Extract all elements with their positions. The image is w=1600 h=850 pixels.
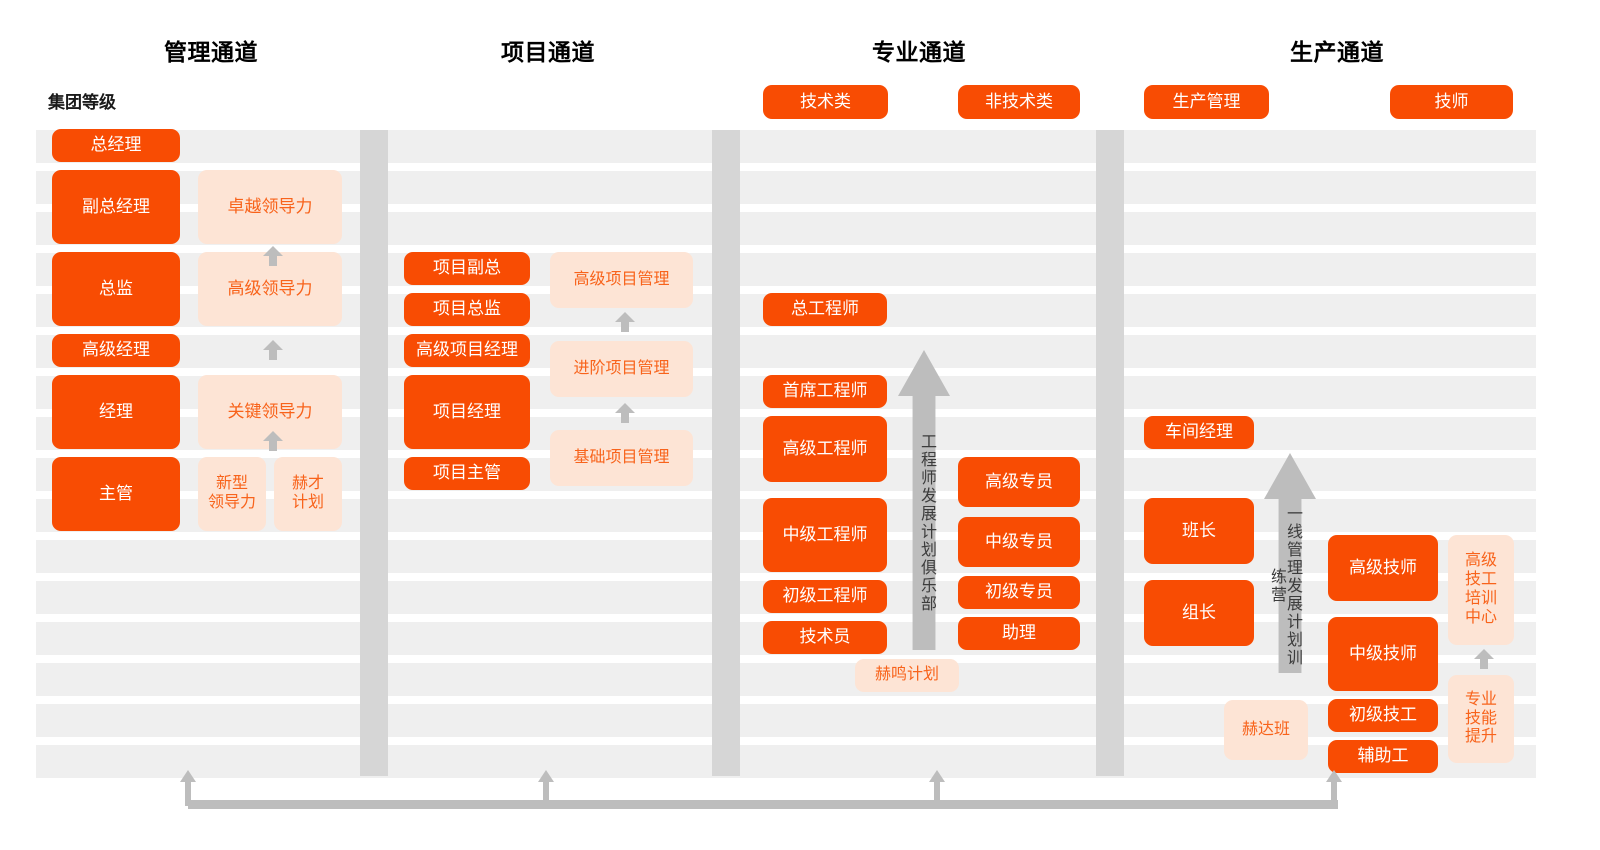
management-arrow-1 (262, 245, 284, 267)
category-tag-4[interactable]: 技师 (1390, 85, 1513, 119)
technical-role-4[interactable]: 中级工程师 (763, 498, 887, 572)
management-role-3[interactable]: 总监 (52, 252, 180, 326)
nontechnical-role-1[interactable]: 高级专员 (958, 457, 1080, 507)
professional-program-1[interactable]: 赫鸣计划 (855, 659, 959, 692)
sep-专业-production (1096, 130, 1124, 776)
production-program-3[interactable]: 专业 技能 提升 (1448, 675, 1514, 763)
production-management-role-1[interactable]: 车间经理 (1144, 416, 1254, 449)
project-role-3[interactable]: 高级项目经理 (404, 334, 530, 367)
technical-role-2[interactable]: 首席工程师 (763, 375, 887, 408)
production-management-role-3[interactable]: 组长 (1144, 580, 1254, 646)
project-role-2[interactable]: 项目总监 (404, 293, 530, 326)
frontline-management-arrow-label: 一线管理发展计划训练营 (1268, 505, 1301, 667)
channel-title-1: 管理通道 (164, 39, 258, 65)
technical-role-3[interactable]: 高级工程师 (763, 416, 887, 482)
grid-row-stripe (36, 130, 1536, 163)
grid-row-stripe (36, 745, 1536, 778)
nontechnical-role-4[interactable]: 助理 (958, 617, 1080, 650)
channel-title-3: 专业通道 (872, 39, 966, 65)
project-arrow-1 (614, 311, 636, 333)
management-role-4[interactable]: 高级经理 (52, 334, 180, 367)
bottom-connector-bar (188, 800, 1338, 809)
technical-role-6[interactable]: 技术员 (763, 621, 887, 654)
technical-role-1[interactable]: 总工程师 (763, 293, 887, 326)
production-management-role-2[interactable]: 班长 (1144, 498, 1254, 564)
project-role-5[interactable]: 项目主管 (404, 457, 530, 490)
management-program-1[interactable]: 卓越领导力 (198, 170, 342, 244)
management-program-3[interactable]: 关键领导力 (198, 375, 342, 449)
nontechnical-role-3[interactable]: 初级专员 (958, 576, 1080, 609)
management-arrow-3 (262, 430, 284, 452)
category-tag-2[interactable]: 非技术类 (958, 85, 1080, 119)
technician-role-1[interactable]: 高级技师 (1328, 535, 1438, 601)
nontechnical-role-2[interactable]: 中级专员 (958, 517, 1080, 567)
management-role-5[interactable]: 经理 (52, 375, 180, 449)
technician-role-4[interactable]: 辅助工 (1328, 740, 1438, 773)
sep-management-project (360, 130, 388, 776)
management-role-2[interactable]: 副总经理 (52, 170, 180, 244)
technical-role-5[interactable]: 初级工程师 (763, 580, 887, 613)
management-program-4[interactable]: 新型 领导力 (198, 457, 266, 531)
channel-title-2: 项目通道 (501, 39, 595, 65)
bottom-connector-tick-4 (1325, 770, 1343, 806)
engineer-development-arrow-label: 工程师发展计划俱乐部 (918, 433, 935, 613)
project-arrow-2 (614, 402, 636, 424)
bottom-connector-tick-1 (179, 770, 197, 806)
project-role-4[interactable]: 项目经理 (404, 375, 530, 449)
production-arrow-1 (1473, 648, 1495, 670)
category-tag-3[interactable]: 生产管理 (1144, 85, 1269, 119)
project-program-3[interactable]: 基础项目管理 (550, 430, 693, 486)
management-role-1[interactable]: 总经理 (52, 129, 180, 162)
production-program-1[interactable]: 赫达班 (1224, 700, 1308, 760)
bottom-connector-tick-2 (537, 770, 555, 806)
management-arrow-2 (262, 339, 284, 361)
channel-title-4: 生产通道 (1290, 39, 1384, 65)
sep-project-专业 (712, 130, 740, 776)
technician-role-3[interactable]: 初级技工 (1328, 699, 1438, 732)
management-role-6[interactable]: 主管 (52, 457, 180, 531)
technician-role-2[interactable]: 中级技师 (1328, 617, 1438, 691)
frontline-management-arrow-icon (1264, 453, 1316, 673)
bottom-connector-tick-3 (928, 770, 946, 806)
grid-row-stripe (36, 704, 1536, 737)
project-role-1[interactable]: 项目副总 (404, 252, 530, 285)
grid-row-stripe (36, 335, 1536, 368)
category-tag-1[interactable]: 技术类 (763, 85, 888, 119)
management-program-5[interactable]: 赫才 计划 (274, 457, 342, 531)
group-level-label: 集团等级 (48, 93, 116, 112)
project-program-2[interactable]: 进阶项目管理 (550, 341, 693, 397)
production-program-2[interactable]: 高级 技工 培训 中心 (1448, 535, 1514, 645)
project-program-1[interactable]: 高级项目管理 (550, 252, 693, 308)
engineer-development-arrow-icon (898, 350, 950, 650)
